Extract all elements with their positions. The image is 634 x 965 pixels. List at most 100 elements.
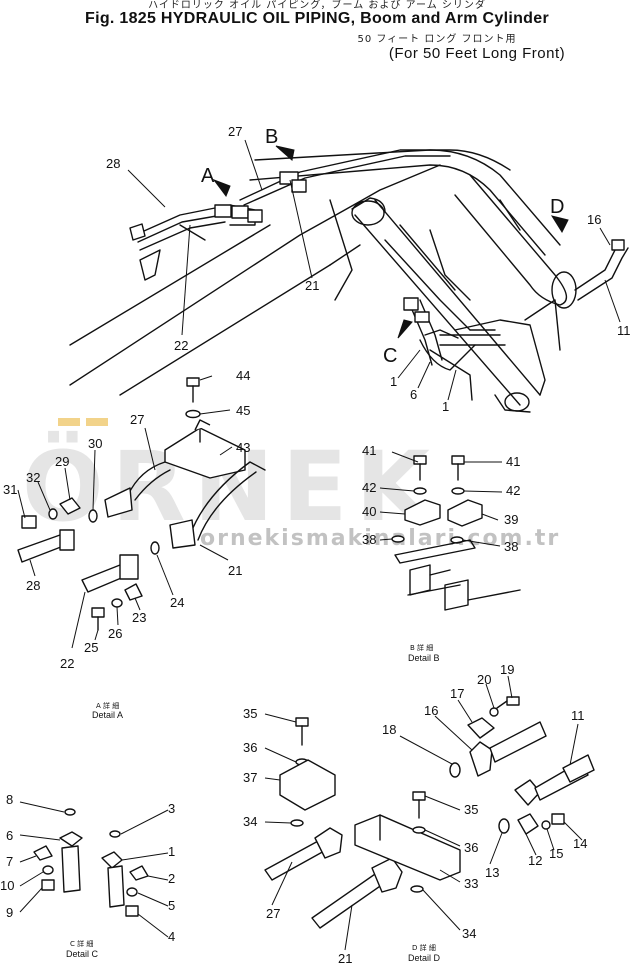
callout-4: 4 bbox=[168, 929, 175, 944]
callout-5: 5 bbox=[168, 898, 175, 913]
callout-17: 17 bbox=[450, 686, 464, 701]
watermark: ÖRNEK ornekismakinalari.com.tr bbox=[22, 418, 558, 551]
arrow-label-a: A bbox=[201, 165, 215, 187]
washer-5-icon bbox=[126, 887, 138, 897]
callout-22: 22 bbox=[174, 338, 188, 353]
arrow-label-c: C bbox=[383, 345, 397, 367]
washer-34-upper-icon bbox=[290, 819, 304, 827]
callout-43: 43 bbox=[236, 440, 250, 455]
washer-38-left-icon bbox=[391, 535, 405, 543]
clamp-37-icon bbox=[279, 759, 336, 811]
callout-15: 15 bbox=[549, 846, 563, 861]
pipe-1-icon bbox=[107, 865, 125, 908]
arrow-c-icon bbox=[397, 319, 413, 339]
washer-34-lower-icon bbox=[410, 885, 424, 893]
pipe-6-icon bbox=[61, 845, 81, 893]
detail-d-caption: Detail D bbox=[408, 953, 441, 963]
flange-16-icon bbox=[469, 741, 493, 777]
arrow-label-b: B bbox=[265, 126, 278, 148]
callout-27-a: 27 bbox=[130, 412, 144, 427]
washer-26-icon bbox=[111, 598, 123, 608]
washer-42-left-icon bbox=[413, 487, 427, 495]
detail-d-caption-jp: D 詳 細 bbox=[412, 943, 436, 952]
callout-38-left: 38 bbox=[362, 532, 376, 547]
callout-28-a: 28 bbox=[26, 578, 40, 593]
detail-a-caption-jp: A 詳 細 bbox=[96, 701, 119, 710]
arrow-label-d: D bbox=[550, 196, 564, 218]
bolt-41-right-icon bbox=[451, 455, 465, 465]
oring-13-icon bbox=[498, 818, 510, 834]
callout-44: 44 bbox=[236, 368, 250, 383]
callout-22-a: 22 bbox=[60, 656, 74, 671]
callout-18: 18 bbox=[382, 722, 396, 737]
callout-1-left: 1 bbox=[390, 374, 397, 389]
flange-21-icon bbox=[169, 519, 196, 549]
detail-c-caption: Detail C bbox=[66, 949, 99, 959]
clamp-7-icon bbox=[33, 845, 53, 861]
callout-13: 13 bbox=[485, 865, 499, 880]
callout-7: 7 bbox=[6, 854, 13, 869]
detail-a-caption: Detail A bbox=[92, 710, 123, 720]
main-view-callouts: 28 27 21 22 16 11 1 6 1 bbox=[106, 124, 631, 414]
callout-36-upper: 36 bbox=[243, 740, 257, 755]
callout-19: 19 bbox=[500, 662, 514, 677]
callout-11-d: 11 bbox=[571, 708, 585, 723]
direction-arrows: A B C D bbox=[201, 126, 569, 367]
callout-34-lower: 34 bbox=[462, 926, 476, 941]
japanese-title: ハイドロリック オイル パイピング，ブーム および アーム シリンダ bbox=[148, 0, 486, 11]
callout-21-d: 21 bbox=[338, 951, 352, 965]
callout-1-c: 1 bbox=[168, 844, 175, 859]
bolt-14-icon bbox=[551, 813, 565, 825]
clamp-12-icon bbox=[517, 813, 539, 835]
detail-b: 41 41 42 42 40 39 38 38 B 詳 細 Detail B bbox=[362, 443, 521, 663]
hose-16-icon bbox=[489, 721, 547, 763]
clamp-40-icon bbox=[404, 499, 441, 526]
washer-15-icon bbox=[541, 820, 551, 830]
bolt-19-icon bbox=[506, 696, 520, 706]
subtitle: (For 50 Feet Long Front) bbox=[388, 45, 566, 62]
clamp-2-icon bbox=[129, 865, 149, 881]
callout-21: 21 bbox=[305, 278, 319, 293]
oring-30-icon bbox=[88, 509, 98, 523]
bolt-4-icon bbox=[125, 905, 139, 917]
bolt-44-icon bbox=[186, 377, 200, 387]
flange-1-icon bbox=[101, 851, 123, 869]
clamp-29-icon bbox=[59, 497, 81, 515]
detail-b-caption: Detail B bbox=[408, 653, 440, 663]
callout-6-c: 6 bbox=[6, 828, 13, 843]
callout-25: 25 bbox=[84, 640, 98, 655]
bolt-35-lower-icon bbox=[412, 791, 426, 801]
callout-2: 2 bbox=[168, 871, 175, 886]
pipe-21-icon bbox=[311, 871, 387, 929]
bolt-9-icon bbox=[41, 879, 55, 891]
callout-34-upper: 34 bbox=[243, 814, 257, 829]
oring-3-icon bbox=[109, 830, 121, 838]
callout-40: 40 bbox=[362, 504, 376, 519]
callout-21-a: 21 bbox=[228, 563, 242, 578]
clamp-33-icon bbox=[354, 814, 461, 881]
watermark-accent-1 bbox=[58, 418, 80, 426]
washer-20-icon bbox=[489, 707, 499, 717]
washer-42-right-icon bbox=[451, 487, 465, 495]
clamp-39-icon bbox=[447, 499, 483, 527]
callout-36-lower: 36 bbox=[464, 840, 478, 855]
callout-24: 24 bbox=[170, 595, 184, 610]
callout-16: 16 bbox=[587, 212, 601, 227]
callout-29: 29 bbox=[55, 454, 69, 469]
callout-6: 6 bbox=[410, 387, 417, 402]
callout-42-right: 42 bbox=[506, 483, 520, 498]
callout-11: 11 bbox=[617, 323, 631, 338]
oring-18-icon bbox=[449, 762, 461, 778]
callout-37: 37 bbox=[243, 770, 257, 785]
callout-41-right: 41 bbox=[506, 454, 520, 469]
clamp-17-icon bbox=[467, 717, 495, 739]
watermark-accent-2 bbox=[86, 418, 108, 426]
callout-30: 30 bbox=[88, 436, 102, 451]
callout-27-d: 27 bbox=[266, 906, 280, 921]
callout-10: 10 bbox=[0, 878, 14, 893]
oring-24-icon bbox=[150, 541, 160, 555]
washer-36-lower-icon bbox=[412, 826, 426, 834]
clamp-23-icon bbox=[124, 583, 143, 601]
